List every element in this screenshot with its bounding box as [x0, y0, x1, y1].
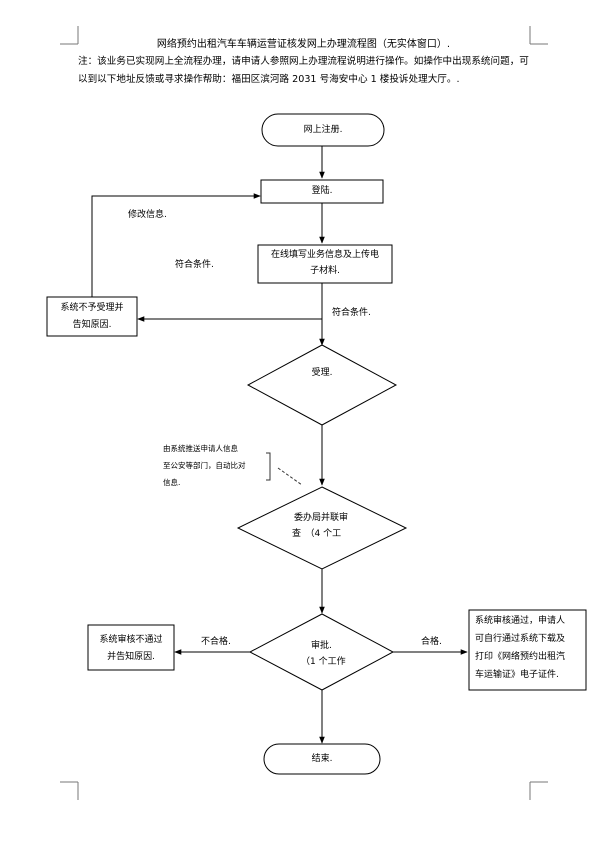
- auto-note-line1: 由系统推送申请人信息: [163, 444, 238, 453]
- pass-node: [468, 609, 587, 691]
- crop-marks: [60, 26, 548, 800]
- fill-label-line2: 子材料.: [310, 266, 340, 276]
- pass-label-line1: 系统审核通过，申请人: [475, 616, 566, 626]
- reject-label-line2: 告知原因.: [72, 320, 112, 330]
- pass-label-line3: 打印《网络预约出租汽: [475, 652, 566, 662]
- approve-node: [248, 613, 395, 691]
- pass-edge-label: 合格.: [421, 637, 442, 647]
- review-label-line2: 查 （4 个工: [292, 529, 342, 539]
- fill-node: [257, 244, 393, 284]
- approve-label-line1: 审批.: [311, 641, 332, 651]
- pass-label-line2: 可自行通过系统下载及: [475, 634, 566, 644]
- document-note: 注：该业务已实现网上全流程办理，请申请人参照网上办理流程说明进行操作。如操作中出…: [78, 56, 529, 85]
- accept-node: [246, 344, 398, 426]
- accept-label: 受理.: [311, 368, 333, 378]
- meets-label-1: 符合条件.: [175, 260, 214, 270]
- auto-note-line2: 至公安等部门，自动比对: [163, 461, 246, 470]
- register-node: [261, 113, 385, 147]
- approve-label-line2: （1 个工作: [301, 657, 346, 667]
- login-label: 登陆.: [311, 186, 333, 196]
- review-node: [236, 486, 408, 570]
- end-label: 结束.: [311, 754, 333, 764]
- auto-note-line3: 信息.: [163, 478, 181, 487]
- reject-node: [46, 296, 138, 337]
- reject-label-line1: 系统不予受理并: [60, 303, 124, 313]
- register-label: 网上注册.: [303, 125, 343, 135]
- modify-label: 修改信息.: [128, 210, 167, 220]
- fail-label-line1: 系统审核不通过: [99, 635, 163, 645]
- meets-label-2: 符合条件.: [332, 308, 371, 318]
- review-label-line1: 委办局并联审: [294, 513, 349, 523]
- fail-edge-label: 不合格.: [201, 637, 231, 647]
- fill-label-line1: 在线填写业务信息及上传电: [270, 250, 379, 260]
- pass-label-line4: 车运输证》电子证件.: [475, 670, 559, 680]
- fail-node: [87, 624, 175, 671]
- login-node: [260, 179, 384, 204]
- document-title: 网络预约出租汽车车辆运营证核发网上办理流程图（无实体窗口）.: [156, 39, 451, 50]
- fail-label-line2: 并告知原因.: [107, 652, 155, 662]
- end-node: [263, 743, 381, 775]
